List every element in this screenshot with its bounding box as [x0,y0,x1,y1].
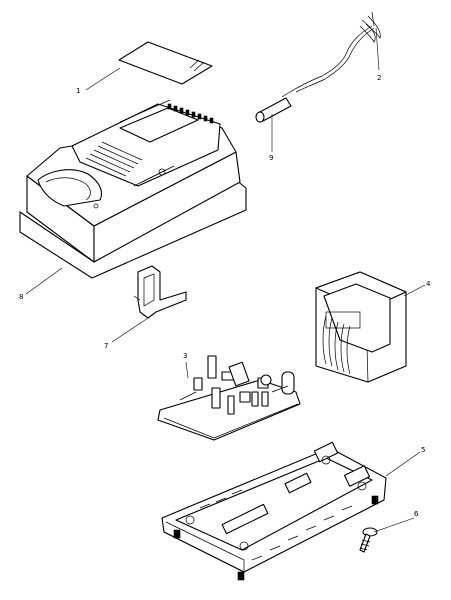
part-6-screw [359,527,378,553]
callout-9: 9 [269,154,273,162]
callout-3: 3 [183,352,187,360]
part-5-base-plate [161,441,387,581]
board-components [179,355,295,415]
callout-1: 1 [76,87,80,95]
part-2-power-cord [281,11,381,98]
part-7-clip [133,265,187,319]
callout-8: 8 [19,293,23,301]
callout-4: 4 [426,280,431,288]
base-features [173,441,379,581]
part-8-charger-housing [19,99,247,279]
part-4-transformer [315,271,407,383]
part-3-circuit-board [157,355,301,441]
callouts: 1 2 9 8 7 3 4 5 6 [19,74,431,518]
callout-6: 6 [414,510,419,518]
transformer-windings [322,311,361,375]
callout-5: 5 [421,446,425,454]
vent-slots [85,103,214,187]
callout-2: 2 [377,74,381,82]
part-9-pin [255,97,292,123]
part-1-label-plate [118,41,213,85]
leader-lines [25,27,426,533]
callout-7: 7 [104,342,108,350]
